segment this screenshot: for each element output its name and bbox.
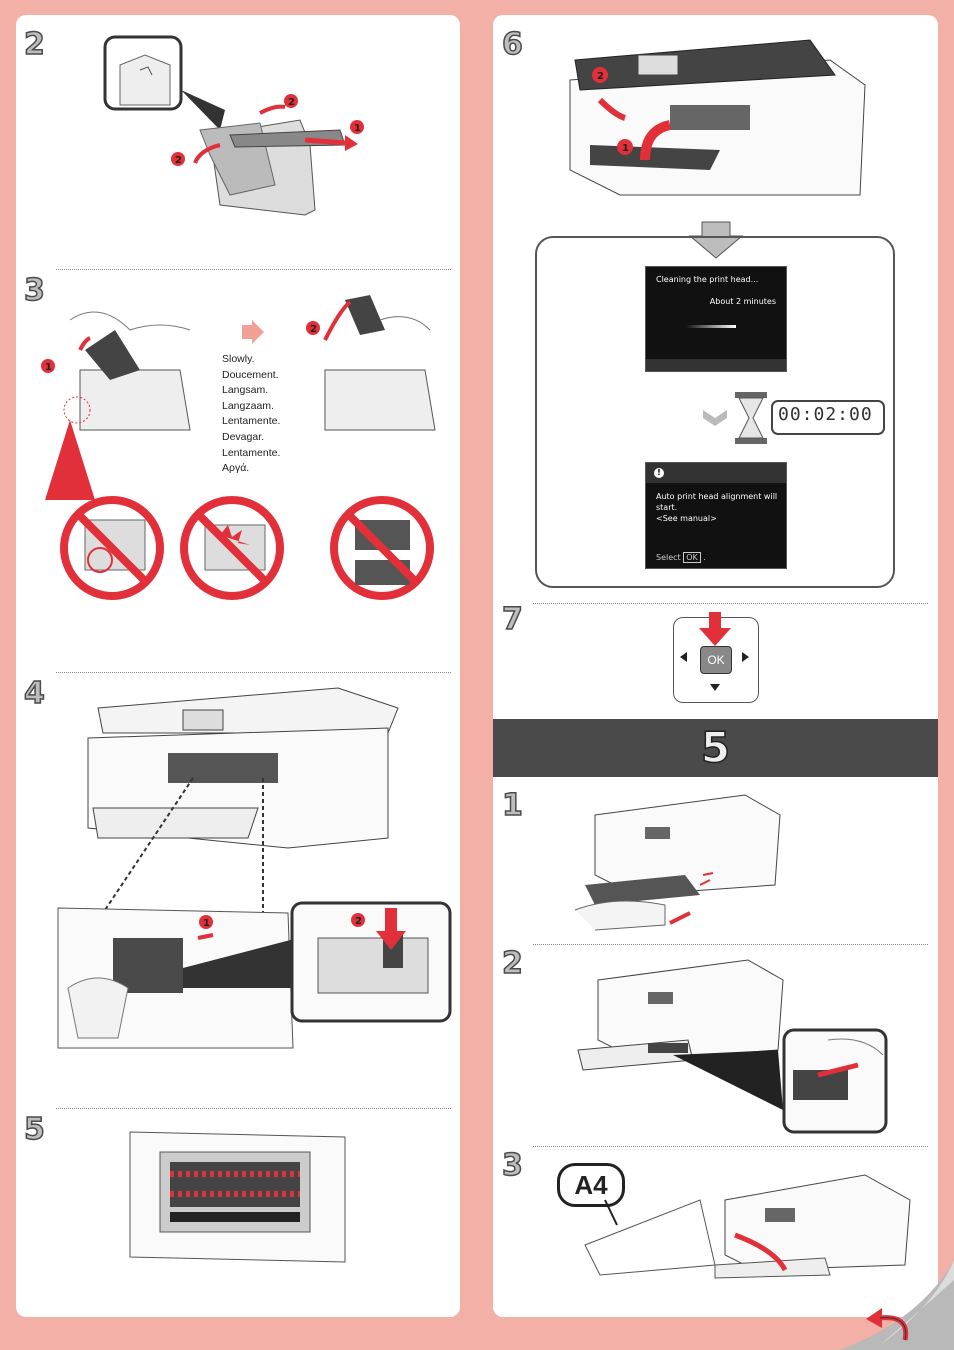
slowly-text: Slowly. [222, 353, 255, 365]
section-number: 5 [700, 723, 731, 772]
step-number-4: 4 [23, 676, 45, 711]
callout-1a: 1 [354, 123, 361, 134]
next-arrow-icon [242, 320, 264, 344]
next-arrow-icon [703, 410, 727, 426]
step-number-7: 7 [501, 602, 523, 637]
close-cover-illustration: 2 1 [569, 39, 866, 196]
see-manual-text: <See manual> [656, 514, 717, 523]
separator [533, 603, 928, 604]
slowly-text: Lentamente. [222, 415, 281, 428]
cleaning-title: Cleaning the print head... [656, 275, 759, 284]
warning-icon: ! [654, 468, 664, 478]
slowly-text-list: Slowly. Doucement. Langsam. Langzaam. Le… [222, 352, 280, 477]
load-paper-illustration [584, 1174, 911, 1279]
slowly-text: Doucement. [222, 368, 279, 381]
step-number-2: 2 [23, 27, 45, 62]
remove-tape-illustration: 2 1 2 [103, 35, 364, 216]
press-arrow-icon [699, 612, 731, 646]
alignment-line: Auto print head alignment will [656, 492, 778, 501]
callout-1d: 1 [622, 143, 629, 154]
slowly-text: Lentamente. [222, 446, 281, 459]
prohibited-icon [60, 496, 164, 600]
lcd-screen-cleaning: Cleaning the print head... About 2 minut… [645, 266, 787, 372]
ink-installed-illustration [129, 1131, 346, 1263]
left-panel [16, 15, 460, 1317]
slide-guide-illustration [577, 959, 888, 1134]
ok-button[interactable]: OK [700, 646, 732, 674]
alignment-message: Auto print head alignment will start. <S… [656, 491, 777, 524]
callout-1b: 1 [45, 362, 52, 373]
paper-size-label: A4 [557, 1163, 625, 1207]
install-ink-illustration: 1 2 [57, 687, 452, 1049]
open-tray-illustration [574, 794, 781, 931]
step-number-3: 3 [23, 273, 45, 308]
select-ok-hint: Select OK . [656, 552, 706, 563]
ok-key-label: OK [683, 552, 701, 563]
cleaning-status-box [535, 236, 895, 588]
separator [56, 1108, 451, 1109]
slowly-text: Αργά. [222, 462, 250, 475]
step-number-5: 5 [23, 1112, 45, 1147]
section-banner: 5 [493, 719, 938, 777]
step-number-6: 6 [501, 27, 523, 62]
callout-2b: 2 [175, 155, 182, 166]
separator [533, 944, 928, 945]
callout-2e: 2 [597, 71, 604, 82]
separator [533, 1146, 928, 1147]
callout-2c: 2 [310, 324, 317, 335]
timer-row [703, 392, 885, 444]
right-arrow-icon[interactable] [742, 652, 749, 662]
callout-2a: 2 [288, 97, 295, 108]
progress-bar [686, 325, 736, 328]
down-arrow-icon[interactable] [710, 684, 720, 691]
callout-1c: 1 [203, 918, 210, 929]
left-arrow-icon[interactable] [680, 652, 687, 662]
prohibited-icon [330, 496, 434, 600]
prohibited-actions [60, 496, 434, 600]
slowly-text: Devagar. [222, 430, 265, 443]
callout-2d: 2 [355, 916, 362, 927]
remove-cap-illustration: 1 2 [41, 295, 436, 500]
hourglass-icon [735, 392, 767, 444]
section-step-2: 2 [501, 946, 523, 981]
slowly-text: Langzaam. [222, 399, 274, 412]
cleaning-time: About 2 minutes [709, 297, 776, 306]
separator [56, 269, 451, 270]
separator [56, 672, 451, 673]
prohibited-icon [180, 496, 284, 600]
timer-display: 00:02:00 [778, 404, 873, 425]
page-turn-icon[interactable] [840, 1260, 954, 1350]
section-step-3: 3 [501, 1148, 523, 1183]
alignment-line: start. [656, 503, 678, 512]
section-step-1: 1 [501, 788, 523, 823]
lcd-screen-alignment: ! Auto print head alignment will start. … [645, 462, 787, 569]
slowly-text: Langsam. [222, 384, 269, 397]
